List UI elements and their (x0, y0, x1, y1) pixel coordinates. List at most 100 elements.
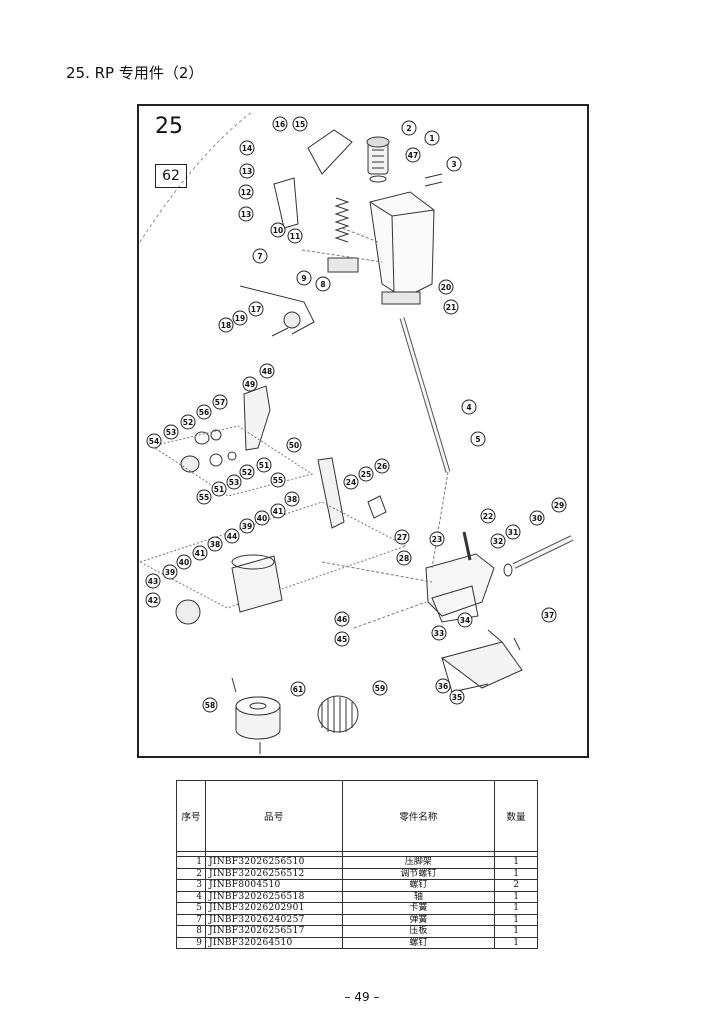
header-part-number: 品号 (204, 780, 343, 852)
callout-label: 18 (221, 321, 231, 330)
part-callout: 25 (358, 466, 374, 482)
callout-label: 31 (508, 528, 518, 537)
part-callout: 5 (470, 431, 486, 447)
cell-part-number: JINBF32026256517 (204, 925, 343, 938)
table-header-row: 序号 品号 零件名称 数量 (176, 780, 538, 852)
part-callout: 8 (315, 276, 331, 292)
part-callout: 55 (270, 472, 286, 488)
callout-label: 23 (432, 535, 442, 544)
callout-label: 52 (242, 468, 252, 477)
part-callout: 50 (286, 437, 302, 453)
part-callout: 40 (176, 554, 192, 570)
callout-label: 1 (429, 134, 434, 143)
callout-label: 41 (195, 549, 205, 558)
cell-part-number: JINBF8004510 (204, 879, 343, 892)
callout-label: 56 (199, 408, 209, 417)
cell-no: 8 (176, 925, 206, 938)
cell-qty: 2 (494, 879, 538, 892)
part-callout: 58 (202, 697, 218, 713)
part-callout: 33 (431, 625, 447, 641)
callout-label: 9 (301, 274, 306, 283)
part-callout: 38 (207, 536, 223, 552)
plate-number: 25 (155, 114, 183, 139)
cell-no: 5 (176, 902, 206, 915)
part-callout: 38 (284, 491, 300, 507)
cell-part-name: 螺钉 (341, 936, 496, 949)
callout-label: 61 (293, 685, 303, 694)
part-callout: 39 (239, 518, 255, 534)
part-callout: 17 (248, 301, 264, 317)
part-callout: 14 (239, 140, 255, 156)
callout-label: 33 (434, 629, 444, 638)
part-callout: 26 (374, 458, 390, 474)
cell-part-name: 弹簧 (341, 913, 496, 926)
part-callout: 54 (146, 433, 162, 449)
callout-label: 19 (235, 314, 245, 323)
callout-label: 40 (179, 558, 189, 567)
callout-label: 51 (214, 485, 224, 494)
cell-qty: 1 (494, 936, 538, 949)
callout-label: 58 (205, 701, 215, 710)
cell-qty: 1 (494, 867, 538, 880)
callout-label: 10 (273, 226, 283, 235)
callout-label: 29 (554, 501, 564, 510)
part-callout: 29 (551, 497, 567, 513)
callout-label: 16 (275, 120, 285, 129)
part-callout: 53 (163, 424, 179, 440)
callout-label: 53 (229, 478, 239, 487)
part-callout: 34 (457, 612, 473, 628)
callout-label: 4 (466, 403, 471, 412)
callout-label: 47 (408, 151, 418, 160)
cell-qty: 1 (494, 913, 538, 926)
callout-label: 13 (241, 210, 251, 219)
part-callout: 52 (239, 464, 255, 480)
cell-part-number: JINBF32026202901 (204, 902, 343, 915)
callout-label: 46 (337, 615, 347, 624)
reference-box: 62 (155, 164, 187, 188)
part-callout: 59 (372, 680, 388, 696)
part-callout: 28 (396, 550, 412, 566)
part-callout: 9 (296, 270, 312, 286)
part-callout: 3 (446, 156, 462, 172)
callout-label: 52 (183, 418, 193, 427)
callout-label: 12 (241, 188, 251, 197)
callout-label: 30 (532, 514, 542, 523)
header-no: 序号 (176, 780, 206, 852)
callout-label: 8 (320, 280, 325, 289)
part-callout: 51 (211, 481, 227, 497)
callout-label: 14 (242, 144, 252, 153)
callout-label: 21 (446, 303, 456, 312)
part-callout: 24 (343, 474, 359, 490)
callout-label: 39 (165, 568, 175, 577)
callout-label: 41 (273, 507, 283, 516)
cell-no: 3 (176, 879, 206, 892)
callout-label: 20 (441, 283, 451, 292)
callout-label: 42 (148, 596, 158, 605)
callout-label: 57 (215, 398, 225, 407)
part-callout: 43 (145, 573, 161, 589)
page-number: – 49 – (344, 990, 380, 1004)
part-callout: 53 (226, 474, 242, 490)
part-callout: 18 (218, 317, 234, 333)
cell-part-name: 压脚架 (341, 856, 496, 869)
callout-label: 38 (287, 495, 297, 504)
callout-label: 53 (166, 428, 176, 437)
callout-label: 5 (475, 435, 480, 444)
part-callout: 1 (424, 130, 440, 146)
header-qty: 数量 (494, 780, 538, 852)
part-callout: 45 (334, 631, 350, 647)
cell-no: 7 (176, 913, 206, 926)
cell-qty: 1 (494, 890, 538, 903)
section-title: 25. RP 专用件（2） (66, 64, 204, 82)
cell-part-number: JINBF32026256512 (204, 867, 343, 880)
part-callout: 47 (405, 147, 421, 163)
part-callout: 52 (180, 414, 196, 430)
part-callout: 23 (429, 531, 445, 547)
